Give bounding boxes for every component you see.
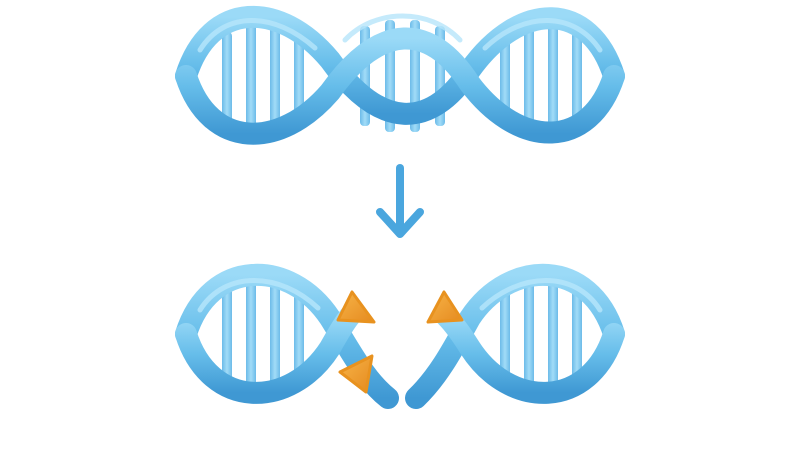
right-strand-highlights: [479, 278, 603, 313]
cut-marker-left-lower: [338, 354, 374, 394]
right-base-pairs: [500, 278, 582, 390]
left-base-pairs: [222, 278, 304, 390]
strand-highlights: [197, 13, 603, 53]
cut-dna-helix: [175, 264, 625, 409]
arrow-down-icon: [376, 164, 424, 238]
cut-marker-left-upper: [336, 290, 376, 324]
cut-marker-right-upper: [426, 290, 464, 324]
left-strand-highlights: [197, 278, 321, 313]
right-dna-fragment: [405, 264, 625, 409]
intact-dna-helix: [175, 6, 625, 145]
cut-markers: [336, 290, 464, 394]
right-backbone-strands: [405, 264, 625, 409]
